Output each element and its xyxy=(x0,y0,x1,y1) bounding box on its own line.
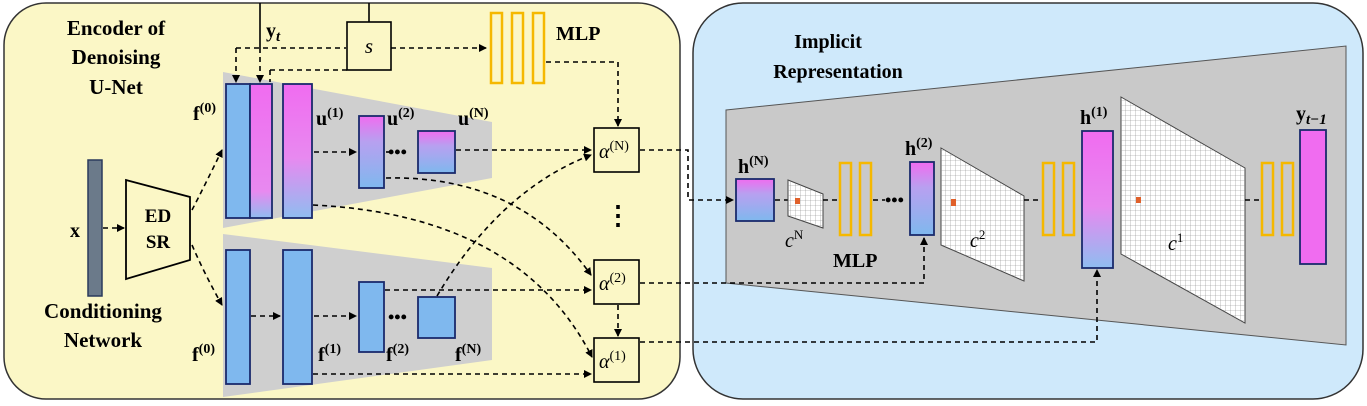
mlp-2-layer-1 xyxy=(1041,161,1056,237)
y-prev-output xyxy=(1299,129,1327,265)
alpha1-box xyxy=(593,337,640,383)
edsr-label-2: SR xyxy=(146,232,171,253)
encoder-title-line1: Encoder of xyxy=(67,16,166,40)
u1-label: u(1) xyxy=(316,106,344,130)
c1-grid xyxy=(1121,97,1245,323)
u1-feature xyxy=(282,83,313,219)
input-x-label: x xyxy=(70,220,80,242)
s-label: s xyxy=(365,34,373,58)
fN-feature xyxy=(417,296,456,339)
alpha2-box xyxy=(593,259,640,305)
mlp-mid-label: MLP xyxy=(833,250,877,272)
c2-grid xyxy=(941,148,1024,281)
hN-feature xyxy=(735,178,775,222)
implicit-title-line2: Representation xyxy=(773,61,903,83)
f0-bottom-feature xyxy=(225,249,251,385)
conditioning-title-line1: Conditioning xyxy=(44,299,162,323)
implicit-title-line1: Implicit xyxy=(794,31,862,53)
cN-label: cN xyxy=(785,227,804,252)
u2-label: u(2) xyxy=(387,106,415,130)
edsr-label-1: ED xyxy=(145,206,171,227)
c2-point xyxy=(951,199,956,206)
mlp-mid-layer-1 xyxy=(838,161,853,237)
h2-label: h(2) xyxy=(905,136,933,160)
mlp-top-layer-1 xyxy=(489,11,504,85)
y-prev-label: yt−1 xyxy=(1296,103,1327,128)
c1-point xyxy=(1136,197,1141,203)
yt-label: yt xyxy=(266,20,281,45)
mlp-top-layer-3 xyxy=(531,11,546,85)
bottom-dots: ••• xyxy=(388,307,407,327)
alpha1-label: α(1) xyxy=(599,349,626,373)
f2-feature xyxy=(358,281,385,353)
encoder-title-line3: U-Net xyxy=(89,75,143,99)
hN-label: h(N) xyxy=(738,154,769,178)
arrow-alpha2-to-h2 xyxy=(640,237,928,284)
right-dots: ••• xyxy=(885,190,904,210)
arrow-u2-to-alpha2 xyxy=(385,177,592,276)
encoder-title-line2: Denoising xyxy=(72,45,161,69)
alphaN-label: α(N) xyxy=(599,139,629,163)
f1-label: f(1) xyxy=(318,342,341,366)
u2-feature xyxy=(358,115,385,189)
arrow-edsr-to-top xyxy=(191,149,223,211)
arrow-alpha1-to-h1 xyxy=(640,269,1101,343)
s-box xyxy=(346,21,392,71)
uN-label: u(N) xyxy=(458,106,489,130)
mlp-mid-layer-2 xyxy=(858,161,873,237)
alpha-vdots: ⋮ xyxy=(605,201,631,230)
f0-bottom-label: f(0) xyxy=(192,342,215,366)
arrow-fN-to-alphaN xyxy=(436,153,592,297)
c1-label: c1 xyxy=(1168,230,1183,255)
alpha2-label: α(2) xyxy=(599,271,626,295)
mlp-2-layer-2 xyxy=(1061,161,1076,237)
f2-label: f(2) xyxy=(386,342,409,366)
uN-feature xyxy=(417,130,456,174)
cN-point xyxy=(795,198,800,204)
mlp-3-layer-1 xyxy=(1260,161,1275,237)
h1-feature xyxy=(1081,130,1114,269)
top-dots: ••• xyxy=(388,142,407,162)
f1-feature xyxy=(282,249,313,385)
alphaN-box xyxy=(593,127,640,173)
c2-label: c2 xyxy=(970,227,985,252)
mlp-3-layer-2 xyxy=(1280,161,1295,237)
h2-feature xyxy=(909,161,935,236)
edsr-block xyxy=(125,178,191,281)
cN-grid xyxy=(788,180,823,228)
arrow-alphaN-to-hN xyxy=(640,149,734,204)
mlp-top-layer-2 xyxy=(510,11,525,85)
fN-label: f(N) xyxy=(455,342,481,366)
f0-top-feature xyxy=(225,83,251,219)
input-image-bar xyxy=(87,159,103,297)
h1-label: h(1) xyxy=(1080,105,1108,129)
mlp-top-label: MLP xyxy=(556,23,600,45)
conditioning-title-line2: Network xyxy=(64,328,142,352)
f0-top-label: f(0) xyxy=(193,101,216,125)
yt-concat-feature xyxy=(249,83,273,219)
